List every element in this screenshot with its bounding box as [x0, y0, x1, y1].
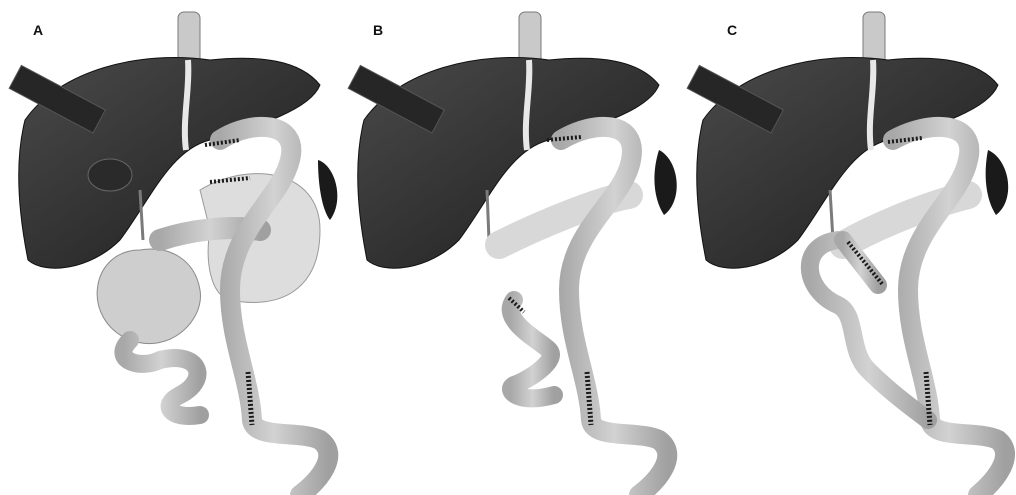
spleen: [654, 150, 676, 215]
panel-label-c: C: [727, 22, 737, 38]
duodenal-loop: [97, 249, 200, 344]
small-bowel: [511, 300, 554, 398]
spleen: [986, 150, 1009, 215]
panel-c: C: [678, 0, 1016, 495]
panel-label-a: A: [33, 22, 43, 38]
panel-label-b: B: [373, 22, 383, 38]
hepatic-vessel: [185, 60, 188, 150]
panel-b-illustration: [339, 0, 678, 495]
panel-c-illustration: [678, 0, 1016, 495]
panel-a-illustration: [0, 0, 339, 495]
panel-a: A: [0, 0, 339, 495]
hepatic-vessel: [870, 60, 873, 150]
hepatic-vessel: [526, 60, 529, 150]
bile-duct: [487, 190, 489, 240]
small-bowel: [123, 340, 200, 416]
spleen: [318, 160, 337, 220]
jejunal-limb: [561, 127, 667, 495]
panel-b: B: [339, 0, 678, 495]
gallbladder: [88, 159, 132, 191]
